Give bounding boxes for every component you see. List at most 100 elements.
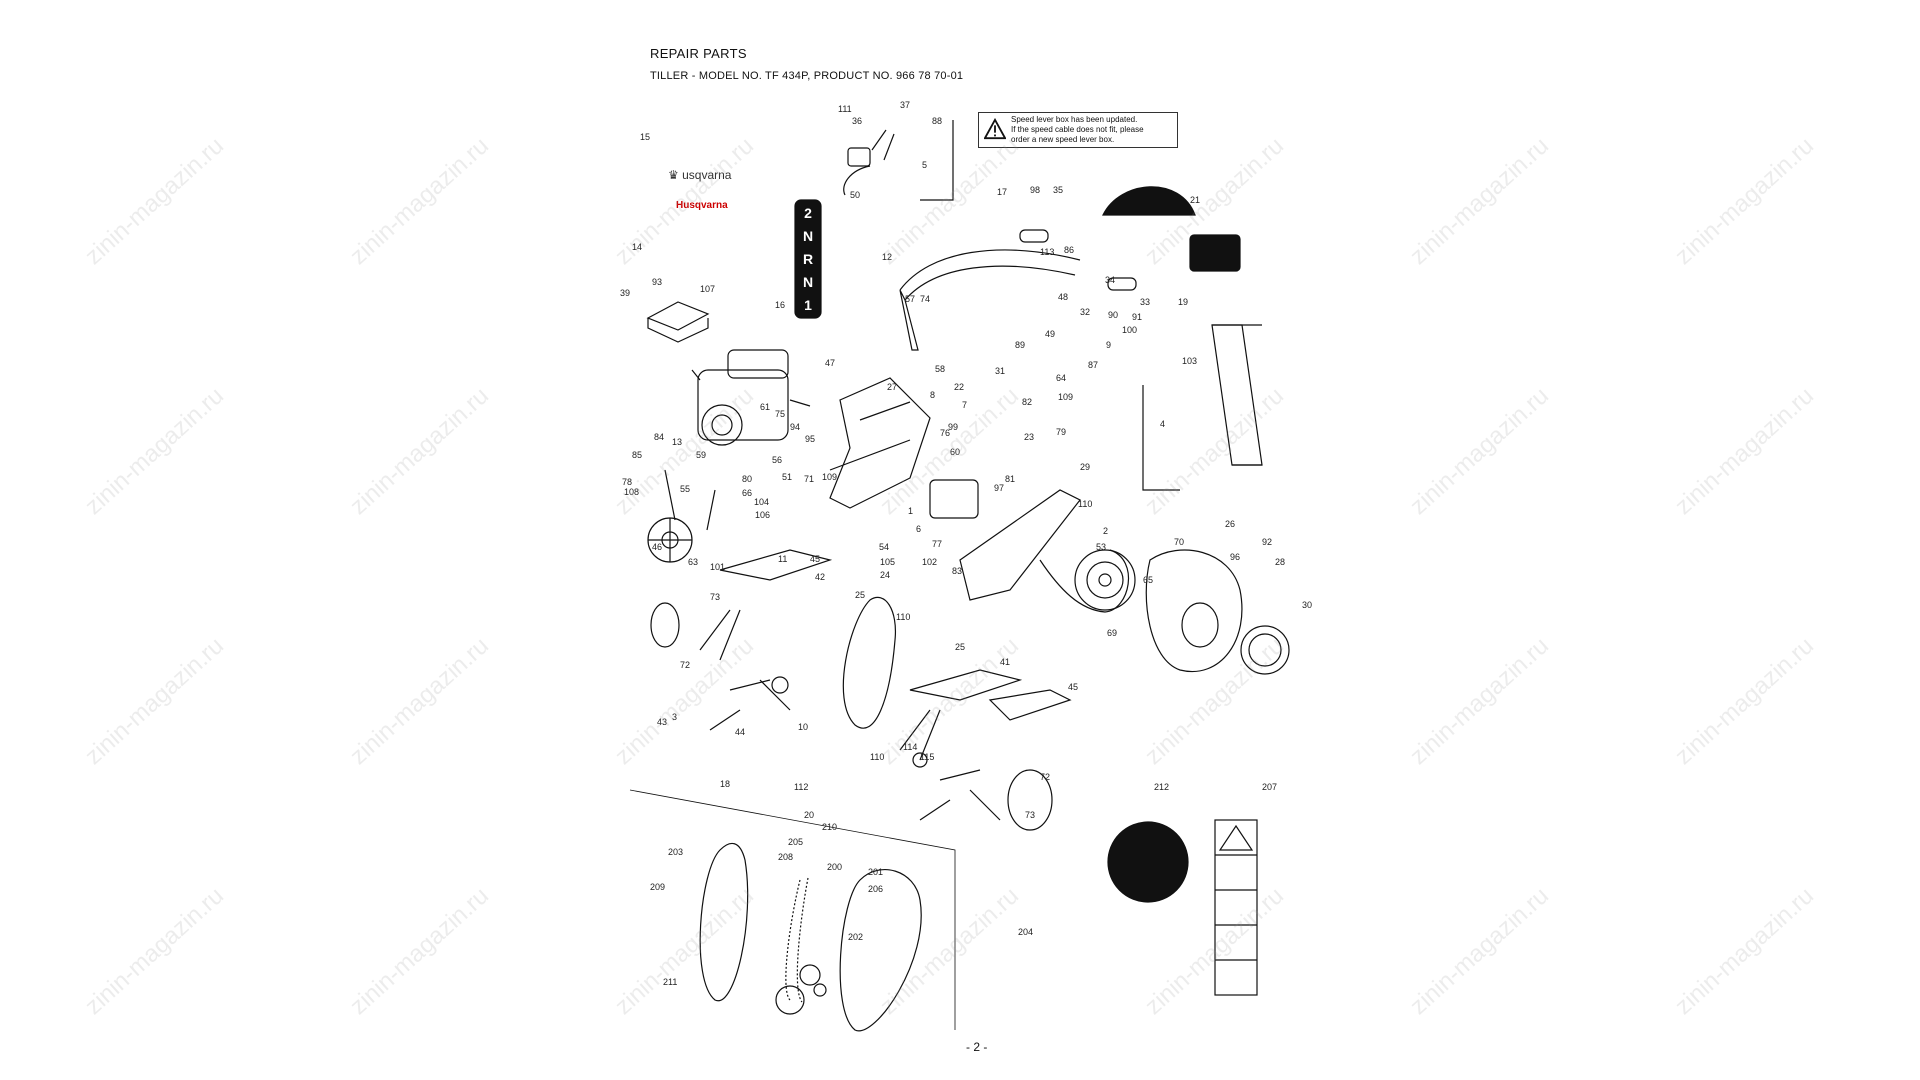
part-callout: 100 xyxy=(1122,325,1137,335)
part-callout: 29 xyxy=(1080,462,1090,472)
part-callout: 70 xyxy=(1174,537,1184,547)
part-callout: 85 xyxy=(632,450,642,460)
gear-decal-letters: 2 N R N 1 xyxy=(795,202,821,317)
gear-letter-2: N xyxy=(802,228,814,244)
part-callout: 1 xyxy=(908,506,913,516)
part-callout: 80 xyxy=(742,474,752,484)
drag-bar xyxy=(1142,385,1180,491)
part-callout: 76 xyxy=(940,428,950,438)
gear-letter-5: 1 xyxy=(804,297,812,313)
part-callout: 17 xyxy=(997,187,1007,197)
hearing-protection-decal xyxy=(1107,821,1189,903)
part-callout: 79 xyxy=(1056,427,1066,437)
part-callout: 54 xyxy=(879,542,889,552)
part-callout: 99 xyxy=(948,422,958,432)
note-line-2: If the speed cable does not fit, please xyxy=(1011,125,1144,134)
part-callout: 61 xyxy=(760,402,770,412)
part-callout: 45 xyxy=(810,554,820,564)
part-callout: 63 xyxy=(688,557,698,567)
part-callout: 110 xyxy=(870,752,884,762)
handlebar xyxy=(899,249,1081,351)
part-callout: 97 xyxy=(994,483,1004,493)
part-callout: 14 xyxy=(632,242,642,252)
part-callout: 96 xyxy=(1230,552,1240,562)
part-callout: 9 xyxy=(1106,340,1111,350)
speed-lever xyxy=(871,129,895,161)
gear-letter-4: N xyxy=(802,274,814,290)
gear-letter-1: 2 xyxy=(804,205,812,221)
air-filter-cover xyxy=(646,301,710,343)
part-callout: 212 xyxy=(1154,782,1169,792)
part-callout: 2 xyxy=(1103,526,1108,536)
tiller-frame xyxy=(829,377,931,509)
part-callout: 26 xyxy=(1225,519,1235,529)
part-callout: 201 xyxy=(868,867,883,877)
speed-cable xyxy=(843,165,871,196)
part-callout: 11 xyxy=(778,554,787,564)
part-callout: 57 xyxy=(905,294,915,304)
throttle-grip xyxy=(1019,229,1049,243)
part-callout: 90 xyxy=(1108,310,1118,320)
husqvarna-crown-icon: ♛ xyxy=(668,168,679,182)
part-callout: 111 xyxy=(838,104,852,114)
part-callout: 73 xyxy=(1025,810,1035,820)
part-callout: 20 xyxy=(804,810,814,820)
part-callout: 12 xyxy=(882,252,892,262)
part-callout: 10 xyxy=(798,722,808,732)
part-callout: 108 xyxy=(624,487,639,497)
part-callout: 84 xyxy=(654,432,664,442)
part-callout: 50 xyxy=(850,190,860,200)
part-callout: 7 xyxy=(962,400,967,410)
part-callout: 78 xyxy=(622,477,632,487)
speed-lever-box xyxy=(847,147,871,167)
note-line-1: Speed lever box has been updated. xyxy=(1011,115,1138,124)
part-callout: 6 xyxy=(916,524,921,534)
part-callout: 95 xyxy=(805,434,815,444)
part-callout: 21 xyxy=(1190,195,1200,205)
tine-assembly-right xyxy=(899,709,1053,831)
part-callout: 46 xyxy=(652,542,662,552)
part-callout: 204 xyxy=(1018,927,1033,937)
part-callout: 73 xyxy=(710,592,720,602)
part-callout: 69 xyxy=(1107,628,1117,638)
part-callout: 45 xyxy=(1068,682,1078,692)
part-callout: 106 xyxy=(755,510,770,520)
part-callout: 87 xyxy=(1088,360,1098,370)
page-title: REPAIR PARTS xyxy=(650,46,747,61)
part-callout: 24 xyxy=(880,570,890,580)
part-callout: 55 xyxy=(680,484,690,494)
part-callout: 27 xyxy=(887,382,897,392)
part-callout: 105 xyxy=(880,557,895,567)
tine-assembly-left xyxy=(650,602,791,731)
part-callout: 35 xyxy=(1053,185,1063,195)
part-callout: 37 xyxy=(900,100,910,110)
part-callout: 77 xyxy=(932,539,942,549)
part-callout: 53 xyxy=(1096,542,1106,552)
part-callout: 8 xyxy=(930,390,935,400)
chain-housing xyxy=(842,596,897,729)
note-line-3: order a new speed lever box. xyxy=(1011,135,1115,144)
part-callout: 209 xyxy=(650,882,665,892)
part-callout: 51 xyxy=(782,472,792,482)
part-callout: 71 xyxy=(804,474,814,484)
part-callout: 88 xyxy=(932,116,942,126)
part-callout: 13 xyxy=(672,437,682,447)
part-callout: 31 xyxy=(995,366,1005,376)
part-callout: 202 xyxy=(848,932,863,942)
part-callout: 66 xyxy=(742,488,752,498)
part-callout: 15 xyxy=(640,132,650,142)
gearbox xyxy=(929,479,979,519)
belt-cover-inner xyxy=(959,489,1081,601)
part-callout: 210 xyxy=(822,822,837,832)
page-number: - 2 - xyxy=(966,1040,988,1054)
brand-logo-1-text: usqvarna xyxy=(682,168,732,182)
warning-decal-20 xyxy=(1214,819,1258,996)
part-callout: 42 xyxy=(815,572,825,582)
part-callout: 206 xyxy=(868,884,883,894)
part-callout: 60 xyxy=(950,447,960,457)
part-callout: 92 xyxy=(1262,537,1272,547)
part-callout: 102 xyxy=(922,557,937,567)
part-callout: 83 xyxy=(952,566,962,576)
part-callout: 34 xyxy=(1105,275,1115,285)
